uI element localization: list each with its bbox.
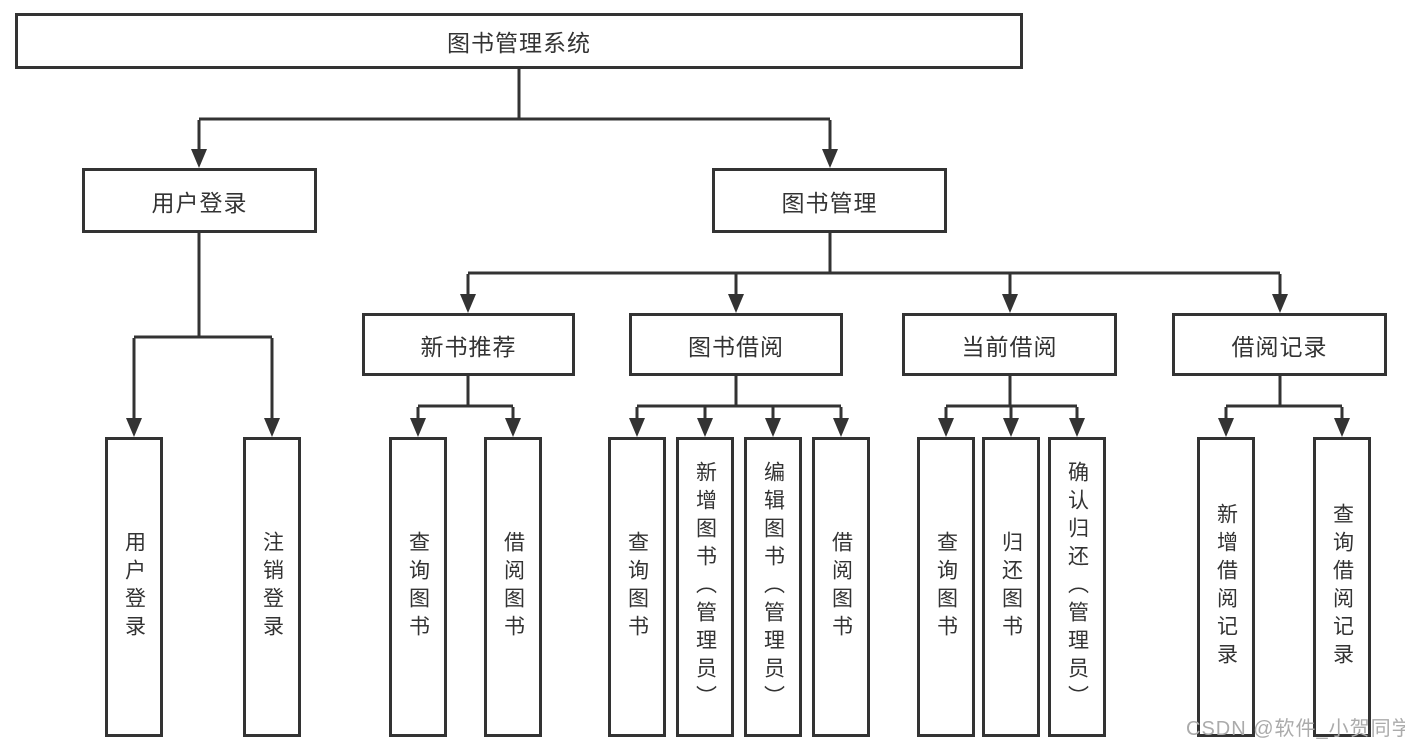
arrowhead bbox=[629, 418, 645, 437]
node-book-borrowing: 图书借阅 bbox=[629, 313, 843, 376]
leaf-add-books-admin-label: 新增图书（管理员） bbox=[693, 461, 717, 713]
arrowhead bbox=[1218, 418, 1234, 437]
node-borrowing-records-label: 借阅记录 bbox=[1231, 333, 1328, 360]
arrowhead bbox=[822, 149, 838, 168]
node-book-management-label: 图书管理 bbox=[781, 189, 878, 216]
node-root-label: 图书管理系统 bbox=[447, 30, 591, 56]
node-new-book-recommendation: 新书推荐 bbox=[362, 313, 575, 376]
leaf-logout-label: 注销登录 bbox=[260, 531, 284, 643]
leaf-confirm-return-admin: 确认归还（管理员） bbox=[1048, 437, 1106, 737]
node-current-borrowing: 当前借阅 bbox=[902, 313, 1117, 376]
leaf-add-borrow-record: 新增借阅记录 bbox=[1197, 437, 1255, 737]
arrowhead bbox=[728, 294, 744, 313]
leaf-query-books-current: 查询图书 bbox=[917, 437, 975, 737]
leaf-user-login: 用户登录 bbox=[105, 437, 163, 737]
leaf-confirm-return-admin-label: 确认归还（管理员） bbox=[1065, 461, 1089, 713]
node-new-book-recommendation-label: 新书推荐 bbox=[420, 333, 517, 360]
node-book-management: 图书管理 bbox=[712, 168, 947, 233]
node-borrowing-records: 借阅记录 bbox=[1172, 313, 1387, 376]
arrowhead bbox=[126, 418, 142, 437]
leaf-query-borrow-record-label: 查询借阅记录 bbox=[1330, 503, 1354, 671]
leaf-user-login-label: 用户登录 bbox=[122, 531, 146, 643]
arrowhead bbox=[505, 418, 521, 437]
arrowhead bbox=[191, 149, 207, 168]
arrowhead bbox=[1334, 418, 1350, 437]
arrowhead bbox=[1069, 418, 1085, 437]
leaf-edit-books-admin: 编辑图书（管理员） bbox=[744, 437, 802, 737]
leaf-borrow-books-label: 借阅图书 bbox=[829, 531, 853, 643]
arrowhead bbox=[410, 418, 426, 437]
node-current-borrowing-label: 当前借阅 bbox=[961, 333, 1058, 360]
leaf-borrow-books-recommend-label: 借阅图书 bbox=[501, 531, 525, 643]
arrowheads bbox=[126, 149, 1350, 437]
node-book-borrowing-label: 图书借阅 bbox=[688, 333, 784, 360]
leaf-query-books-recommend: 查询图书 bbox=[389, 437, 447, 737]
leaf-edit-books-admin-label: 编辑图书（管理员） bbox=[761, 461, 785, 713]
arrowhead bbox=[1272, 294, 1288, 313]
arrowhead bbox=[765, 418, 781, 437]
leaf-add-borrow-record-label: 新增借阅记录 bbox=[1214, 503, 1238, 671]
node-user-login: 用户登录 bbox=[82, 168, 317, 233]
leaf-logout: 注销登录 bbox=[243, 437, 301, 737]
leaf-borrow-books-recommend: 借阅图书 bbox=[484, 437, 542, 737]
arrowhead bbox=[264, 418, 280, 437]
arrowhead bbox=[697, 418, 713, 437]
leaf-query-books-borrowing: 查询图书 bbox=[608, 437, 666, 737]
leaf-return-books: 归还图书 bbox=[982, 437, 1040, 737]
leaf-query-books-borrowing-label: 查询图书 bbox=[625, 531, 649, 643]
leaf-add-books-admin: 新增图书（管理员） bbox=[676, 437, 734, 737]
arrowhead bbox=[938, 418, 954, 437]
leaf-query-books-current-label: 查询图书 bbox=[934, 531, 958, 643]
arrowhead bbox=[1002, 294, 1018, 313]
connector-lines bbox=[132, 69, 1344, 419]
node-root: 图书管理系统 bbox=[15, 13, 1023, 69]
arrowhead bbox=[1003, 418, 1019, 437]
arrowhead bbox=[833, 418, 849, 437]
leaf-query-borrow-record: 查询借阅记录 bbox=[1313, 437, 1371, 737]
watermark: CSDN @软件_小贺同学 bbox=[1186, 718, 1405, 740]
leaf-query-books-recommend-label: 查询图书 bbox=[406, 531, 430, 643]
node-user-login-label: 用户登录 bbox=[151, 189, 248, 216]
arrowhead bbox=[460, 294, 476, 313]
leaf-return-books-label: 归还图书 bbox=[999, 531, 1023, 643]
leaf-borrow-books: 借阅图书 bbox=[812, 437, 870, 737]
